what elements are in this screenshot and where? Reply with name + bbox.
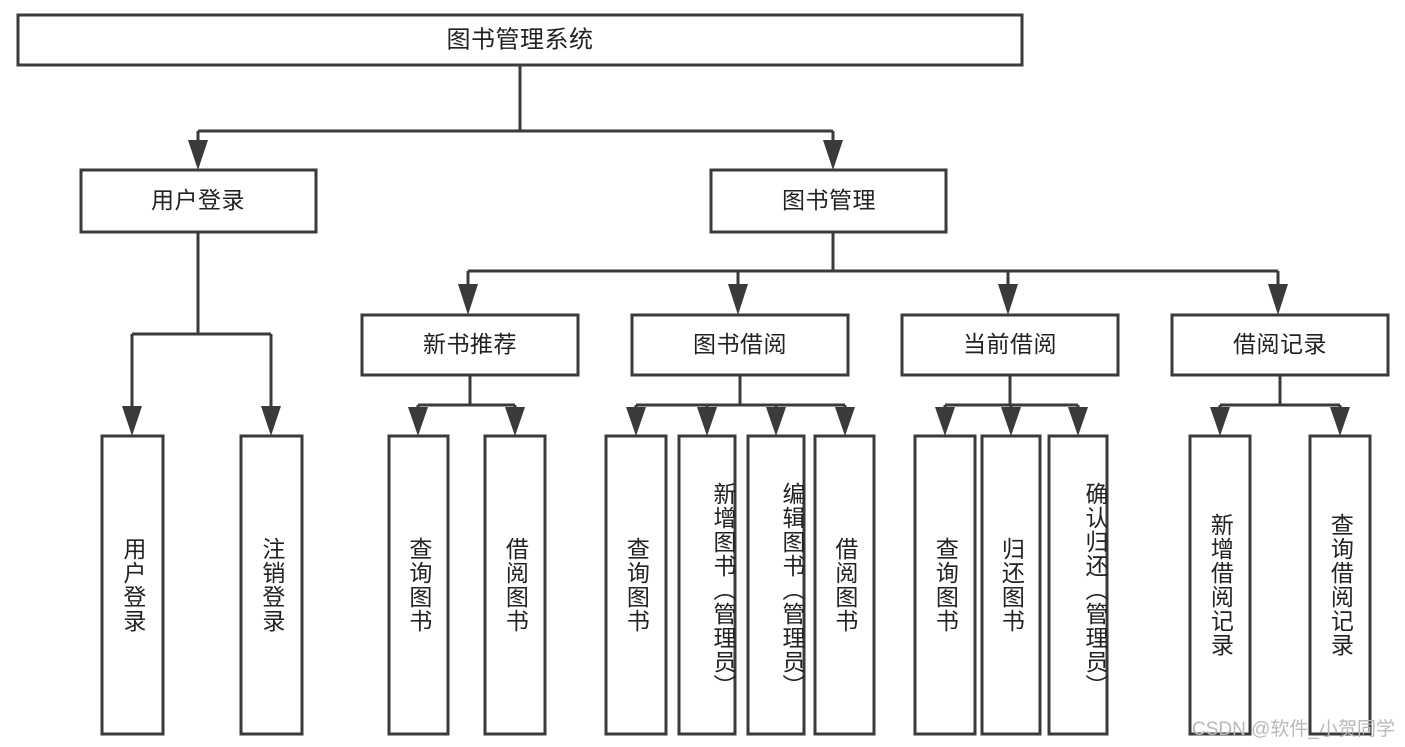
- watermark: CSDN @软件_小贺同学: [1192, 719, 1395, 740]
- leaf-box-edit-book-admin[interactable]: [746, 434, 806, 736]
- leaf-box-add-record[interactable]: [1188, 434, 1252, 736]
- arrow-bookmgmt-to-records: [1268, 284, 1288, 315]
- arrow-bookborrow-to-add: [697, 407, 717, 436]
- node-user-login[interactable]: 用户登录: [79, 168, 318, 234]
- node-current-borrow[interactable]: 当前借阅: [900, 313, 1120, 377]
- leaf-box-add-book-admin[interactable]: [677, 434, 737, 736]
- edge-group-current-borrow: [935, 375, 1088, 436]
- node-root-box: [16, 13, 1024, 67]
- node-current-borrow-label: 当前借阅: [963, 331, 1057, 357]
- arrow-bookborrow-to-query: [626, 407, 646, 436]
- leaf-box-query-book-2[interactable]: [604, 434, 668, 736]
- leaf-box-borrow-book-2[interactable]: [813, 434, 876, 736]
- node-root[interactable]: 图书管理系统: [16, 13, 1024, 67]
- node-current-borrow-box: [900, 313, 1120, 377]
- node-new-book-recommend-box: [360, 313, 580, 377]
- node-new-book-recommend-label: 新书推荐: [423, 331, 517, 357]
- arrow-bookborrow-to-edit: [766, 407, 786, 436]
- node-borrow-records[interactable]: 借阅记录: [1170, 313, 1390, 377]
- node-user-login-label: 用户登录: [151, 187, 245, 213]
- arrow-currentborrow-to-return: [1001, 407, 1021, 436]
- node-borrow-records-label: 借阅记录: [1233, 331, 1327, 357]
- leaf-box-confirm-return[interactable]: [1047, 434, 1109, 736]
- edge-group-root: [188, 65, 843, 170]
- node-book-borrow-label: 图书借阅: [693, 331, 787, 357]
- leaf-box-logout[interactable]: [239, 434, 304, 736]
- arrow-root-to-user-login: [188, 140, 208, 170]
- leaf-boxes: [100, 434, 1372, 736]
- arrow-borrowrecords-to-add: [1210, 407, 1230, 436]
- edge-group-book-borrow: [626, 375, 855, 436]
- node-new-book-recommend[interactable]: 新书推荐: [360, 313, 580, 377]
- leaf-box-query-record[interactable]: [1308, 434, 1372, 736]
- node-root-label: 图书管理系统: [447, 26, 594, 53]
- leaf-box-return-book[interactable]: [980, 434, 1042, 736]
- arrow-borrowrecords-to-query: [1330, 407, 1350, 436]
- leaf-box-query-book-1[interactable]: [387, 434, 450, 736]
- arrow-currentborrow-to-query: [935, 407, 955, 436]
- node-book-management[interactable]: 图书管理: [709, 168, 948, 234]
- arrow-bookmgmt-to-new-book: [458, 284, 478, 315]
- edge-group-borrow-records: [1210, 375, 1350, 436]
- arrow-newbook-to-borrow: [505, 407, 525, 436]
- node-borrow-records-box: [1170, 313, 1390, 377]
- leaf-box-user-login[interactable]: [100, 434, 165, 736]
- arrow-newbook-to-query: [408, 407, 428, 436]
- edge-group-new-book: [408, 375, 525, 436]
- arrow-bookborrow-to-borrow: [835, 407, 855, 436]
- node-book-borrow[interactable]: 图书借阅: [630, 313, 850, 377]
- node-book-borrow-box: [630, 313, 850, 377]
- leaf-box-query-book-3[interactable]: [913, 434, 977, 736]
- arrow-bookmgmt-to-current: [998, 284, 1018, 315]
- arrow-userlogin-to-login: [122, 406, 142, 436]
- node-book-management-box: [709, 168, 948, 234]
- arrow-userlogin-to-logout: [261, 406, 281, 436]
- node-book-management-label: 图书管理: [782, 187, 876, 213]
- arrow-bookmgmt-to-borrow: [728, 284, 748, 315]
- arrow-currentborrow-to-confirm: [1068, 407, 1088, 436]
- leaf-box-borrow-book-1[interactable]: [483, 434, 547, 736]
- node-user-login-box: [79, 168, 318, 234]
- edge-group-book-mgmt: [458, 232, 1288, 315]
- edge-group-user-login: [122, 232, 281, 436]
- arrow-root-to-book-mgmt: [823, 140, 843, 170]
